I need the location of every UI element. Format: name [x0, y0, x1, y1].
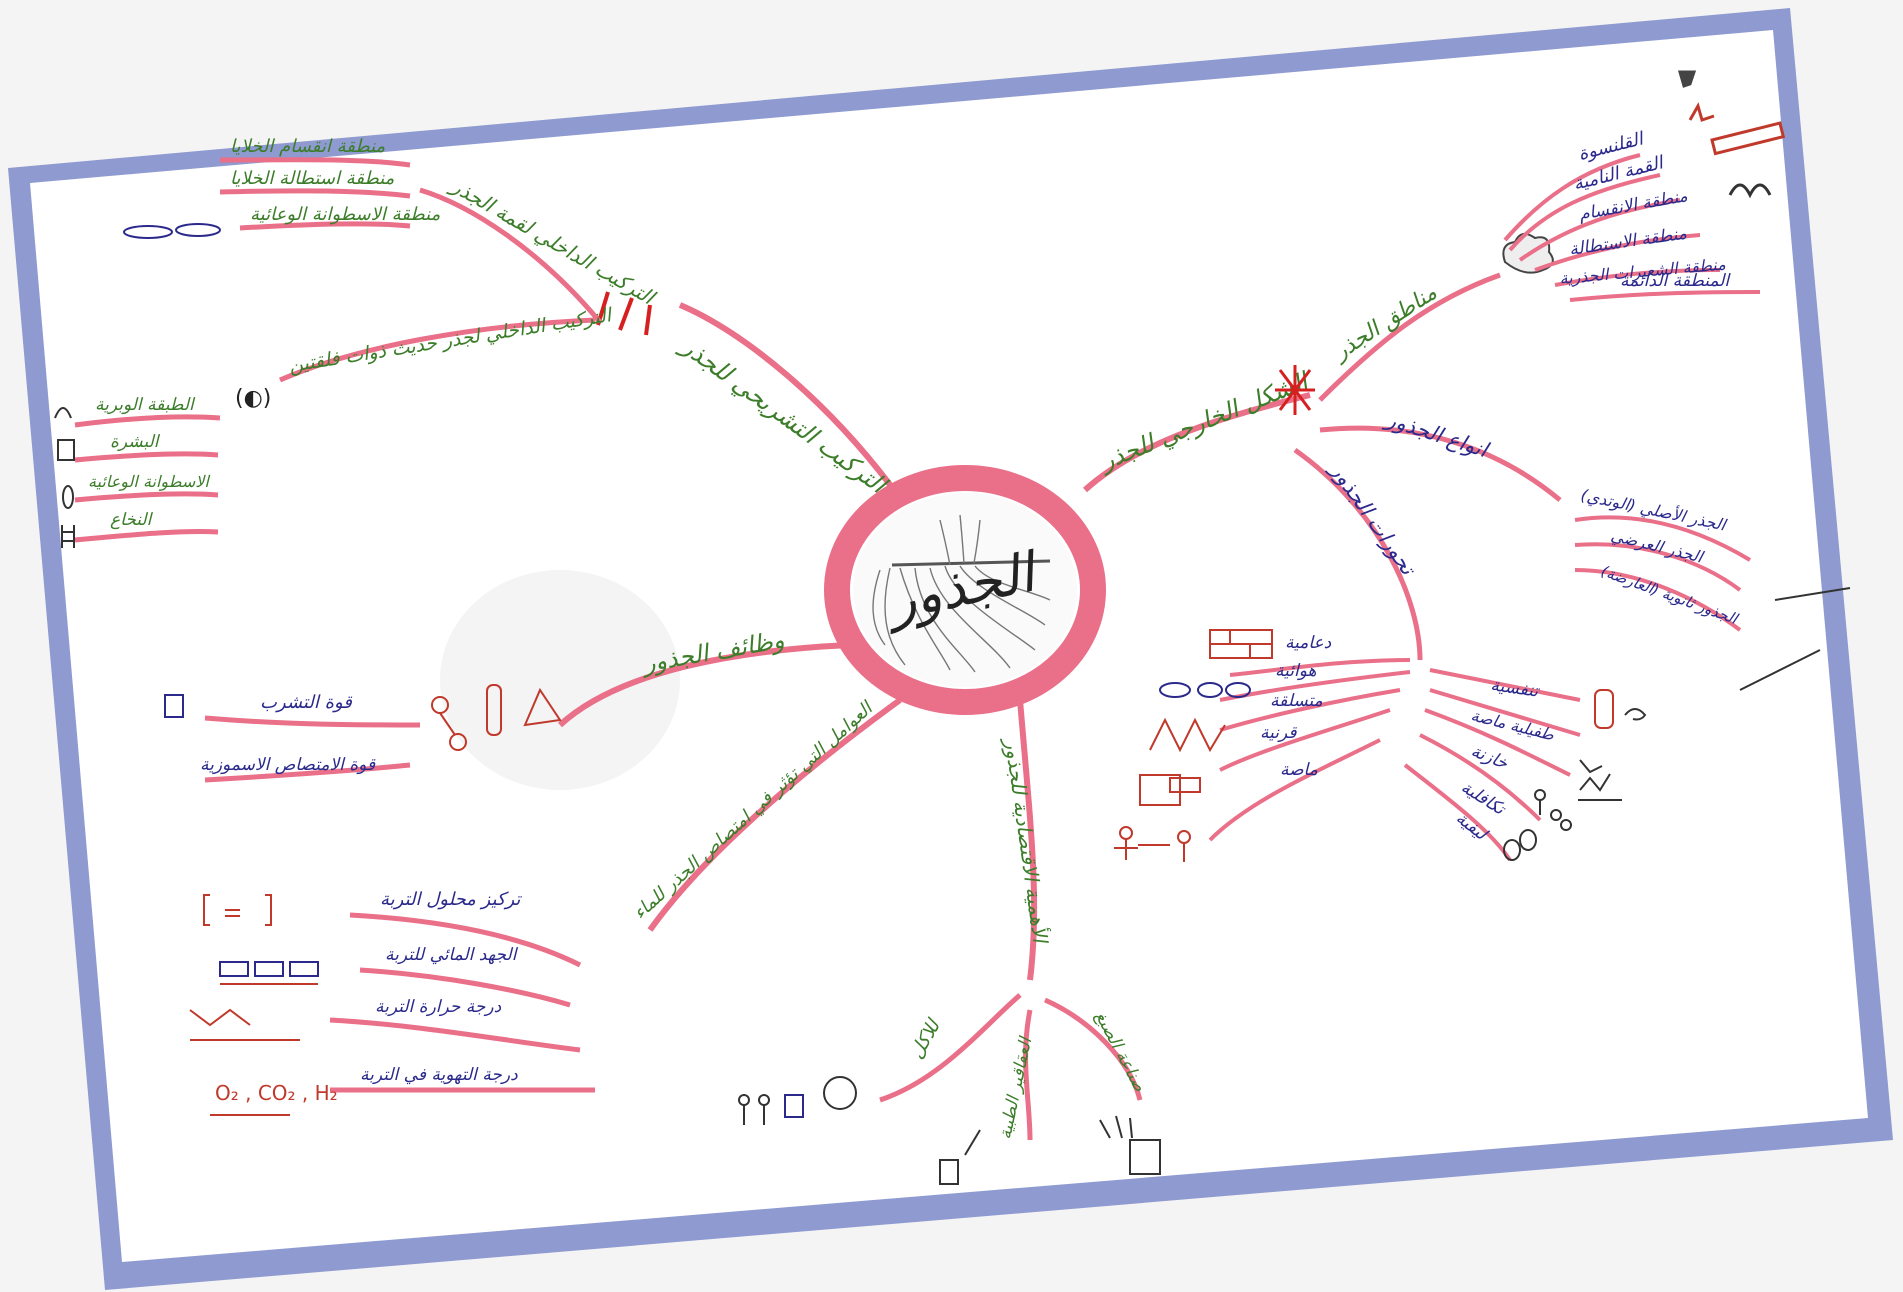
center-node: الجذور: [824, 465, 1106, 715]
modified-left-item-1: هوائية: [1275, 661, 1316, 681]
modified-left-items: دعامية هوائية متسلقة قرنية ماصة: [1114, 629, 1411, 862]
modified-left-item-0: دعامية: [1285, 633, 1332, 653]
branch-line-modified: [1293, 447, 1423, 661]
branch-line-types: [1319, 425, 1562, 502]
functions-icons: [431, 684, 562, 751]
root-star-icon: [1275, 365, 1315, 415]
anatomy-sub2-item-0: الطبقة الوبرية: [95, 395, 196, 415]
factors-item-1: الجهد المائي للتربة: [385, 945, 519, 965]
anatomy-sub2-item-3: النخاع: [110, 510, 154, 530]
anatomy-sub2-items: الطبقة الوبرية البشرة الاسطوانة الوعائية…: [54, 395, 221, 548]
anatomy-sub1-items: منطقة انقسام الخلايا منطقة استطالة الخلا…: [123, 136, 441, 239]
branch-line-economic: [1017, 699, 1038, 981]
modified-right-icons: [1503, 689, 1647, 861]
anatomy-sub1-item-1: منطقة استطالة الخلايا: [230, 168, 395, 189]
anatomy-sub1-item-0: منطقة انقسام الخلايا: [230, 136, 386, 157]
factors-item-2: درجة حرارة التربة: [375, 997, 502, 1017]
region-icons: [1678, 70, 1786, 199]
anatomy-sub1-item-2: منطقة الاسطوانة الوعائية: [250, 204, 441, 225]
layer-icons: [54, 407, 75, 548]
modified-left-item-2: متسلقة: [1270, 691, 1323, 711]
smudge: [440, 570, 680, 790]
roots-sketch-icon: [872, 514, 1051, 673]
branch-line-anatomy-sub1: [419, 187, 602, 324]
modified-left-icons: [1114, 629, 1273, 862]
branch-line-factors: [647, 697, 902, 932]
factors-item-3: درجة التهوية في التربة: [360, 1065, 518, 1085]
branch-line-external: [1082, 392, 1311, 493]
branch-line-anatomy: [678, 302, 908, 507]
anatomy-sub2-item-1: البشرة: [110, 432, 161, 452]
section-icon: (◐): [235, 386, 271, 411]
anatomy-sub2-item-2: الاسطوانة الوعائية: [88, 472, 210, 491]
modified-left-item-3: قرنية: [1260, 723, 1297, 743]
functions-item-0: قوة التشرب: [260, 692, 353, 713]
factors-icons: [189, 894, 319, 1116]
regions-item-5: المنطقة الدائمة: [1620, 271, 1731, 291]
functions-item-1: قوة الامتصاص الاسموزية: [200, 755, 376, 775]
cells-icon: [123, 223, 221, 239]
beaker-icon: [164, 694, 184, 718]
functions-items: قوة التشرب قوة الامتصاص الاسموزية: [164, 692, 421, 783]
factors-item-0: تركيز محلول التربة: [380, 889, 522, 910]
branch-line-anatomy-sub2: [278, 317, 596, 383]
branch-line-regions: [1318, 272, 1501, 402]
factors-formula: O₂ , CO₂ , H₂: [215, 1081, 338, 1105]
economic-icons: [738, 1076, 1161, 1185]
modified-left-item-4: ماصة: [1280, 760, 1318, 780]
factors-items: تركيز محلول التربة الجهد المائي للتربة د…: [189, 889, 595, 1116]
branch-line-functions: [557, 642, 851, 728]
